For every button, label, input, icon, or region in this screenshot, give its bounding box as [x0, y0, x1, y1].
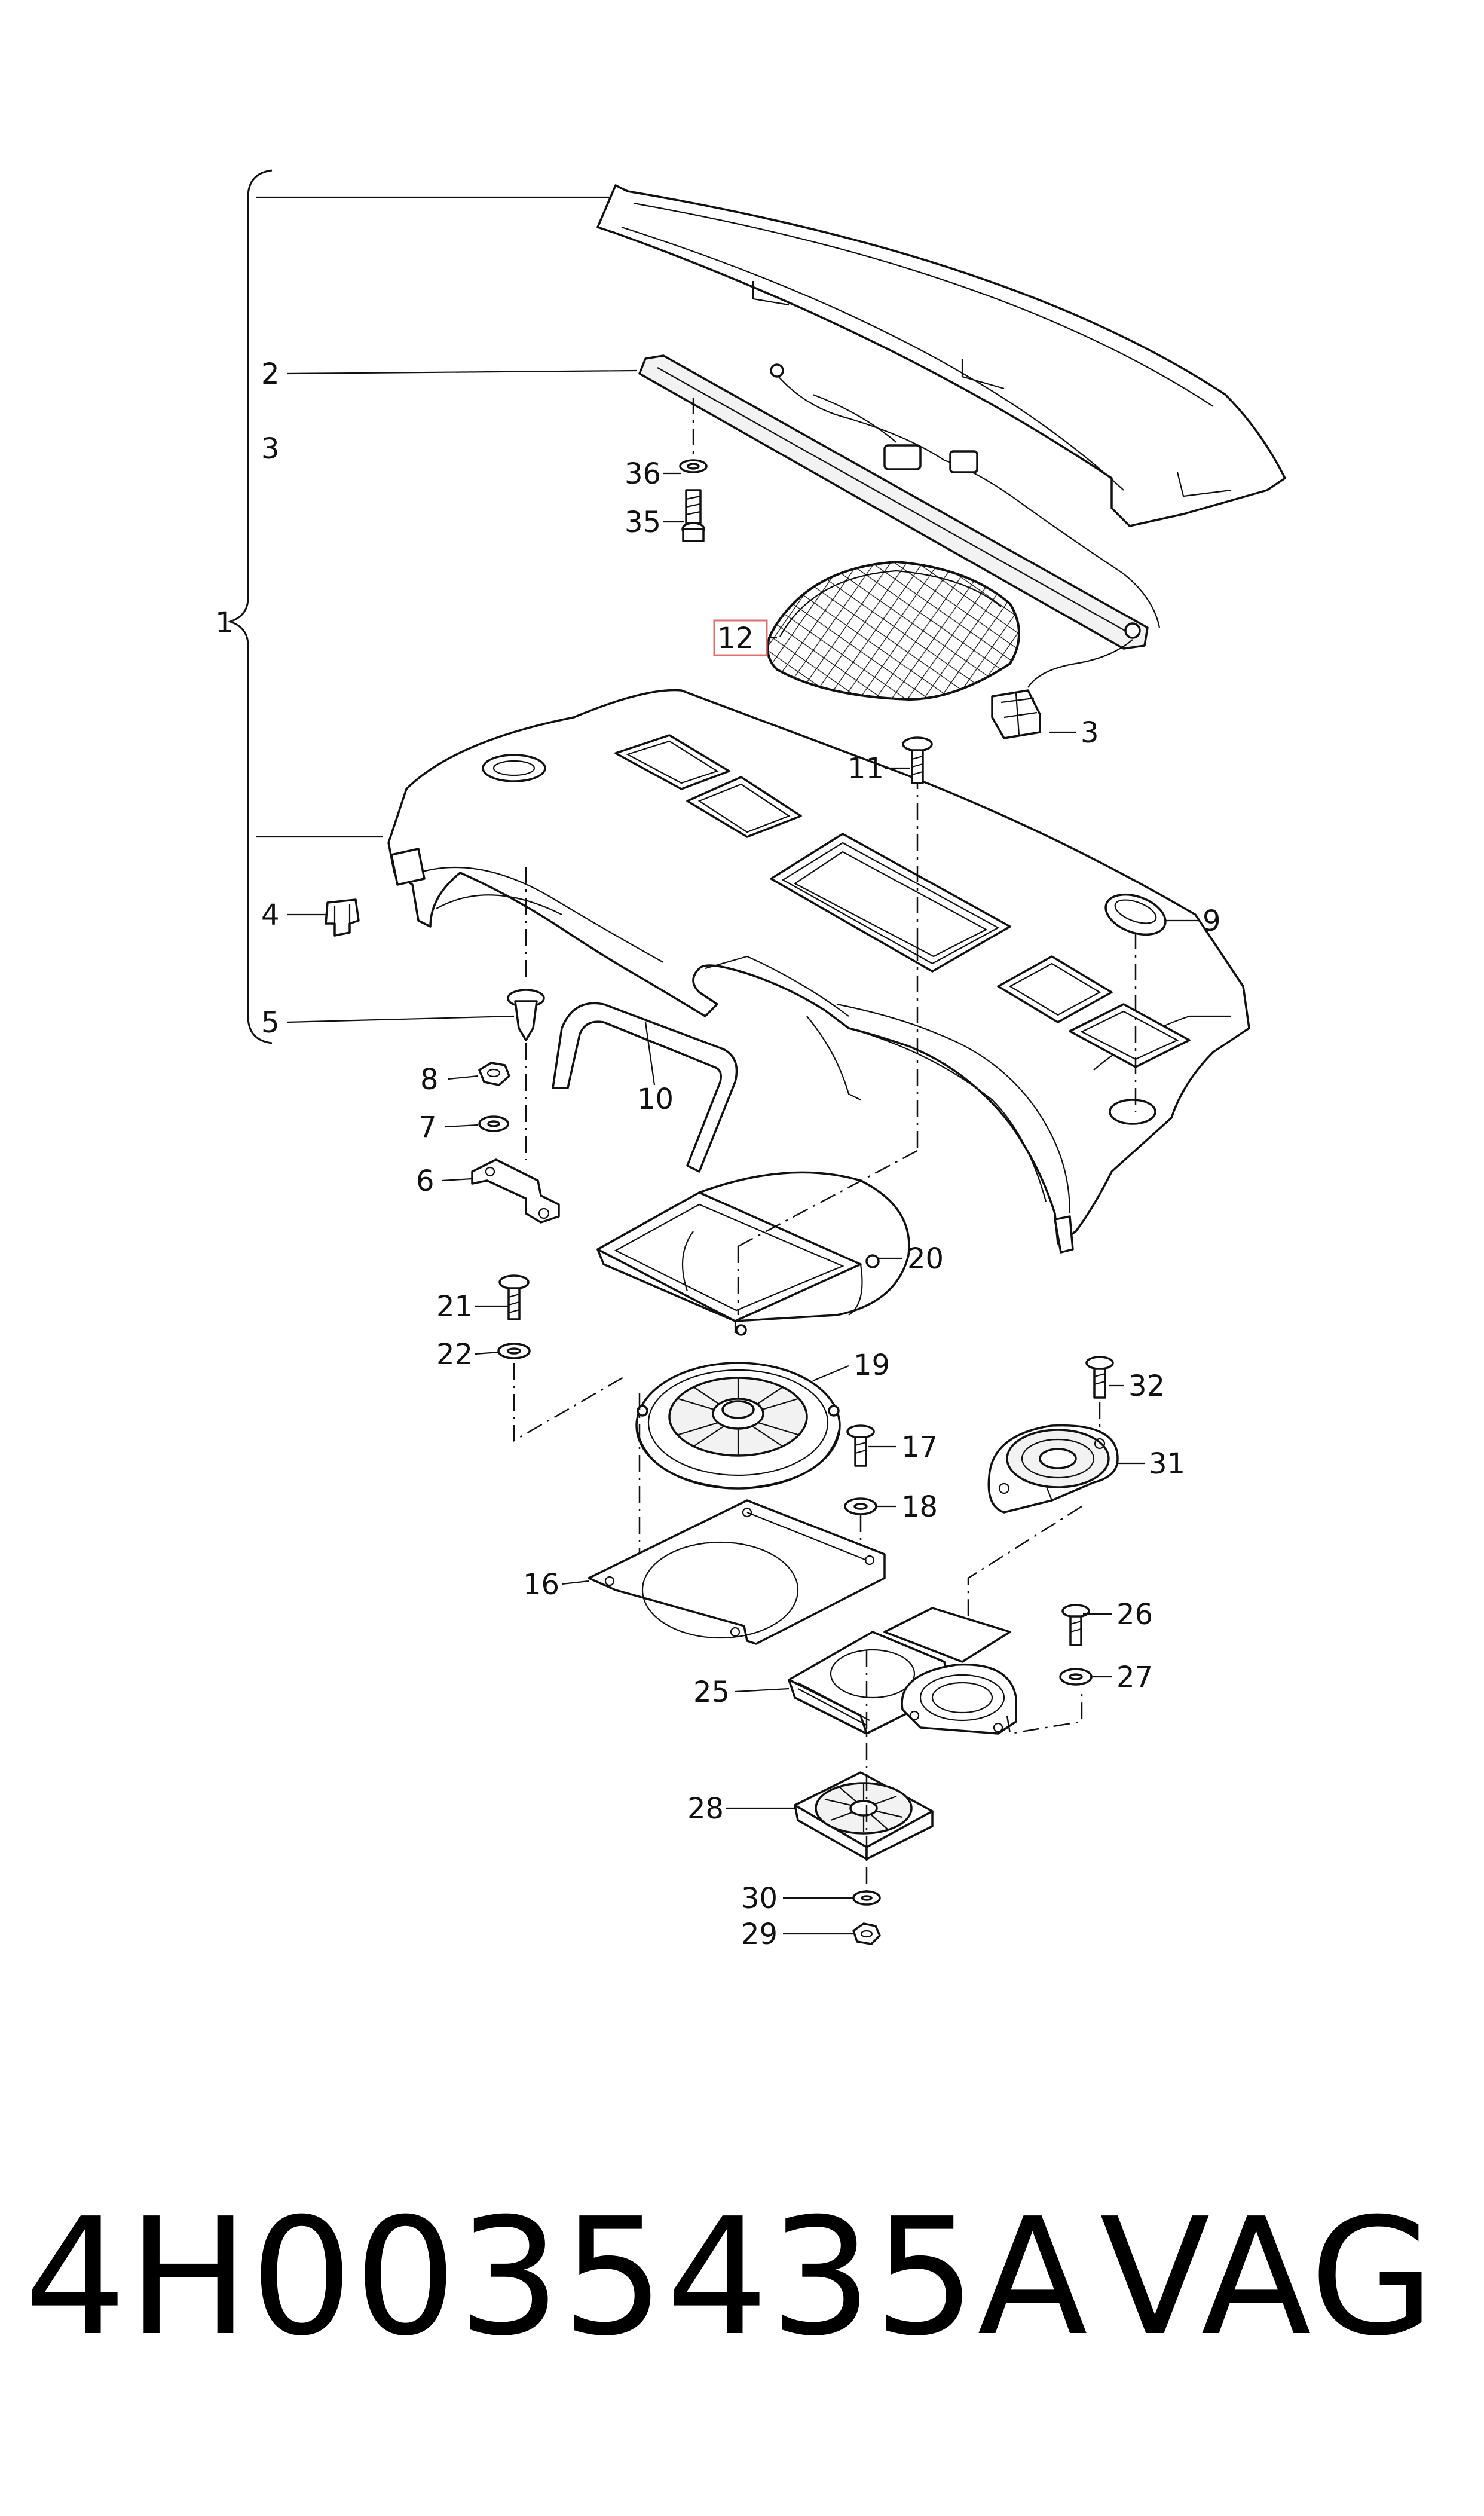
callout-19: 19	[853, 1349, 890, 1382]
callout-12: 12	[717, 622, 754, 655]
parcel-shelf-panel	[387, 689, 1250, 1254]
callout-12-highlight	[713, 619, 768, 656]
washer-7	[478, 1115, 509, 1132]
callout-3-connector: 3	[1081, 716, 1099, 750]
bolt-35	[681, 489, 705, 542]
mounting-plate	[588, 1499, 886, 1645]
callout-35: 35	[625, 506, 661, 539]
push-pin-5	[507, 989, 545, 1041]
callout-4: 4	[261, 898, 280, 932]
screw-11	[902, 736, 933, 784]
axis-line	[738, 1150, 918, 1248]
callout-29: 29	[741, 1918, 778, 1951]
callout-31: 31	[1149, 1447, 1185, 1481]
callout-1: 1	[215, 606, 234, 640]
connector-plug	[991, 689, 1041, 739]
callout-30: 30	[741, 1882, 778, 1915]
callout-3-shelf: 3	[261, 432, 280, 466]
axis-line	[1006, 1692, 1083, 1735]
callout-16: 16	[523, 1568, 559, 1601]
callout-17: 17	[901, 1430, 938, 1464]
callout-25: 25	[693, 1676, 730, 1709]
washer-36	[679, 459, 708, 473]
callout-28: 28	[687, 1792, 724, 1826]
nut-29	[852, 1922, 881, 1945]
callout-8: 8	[420, 1063, 439, 1096]
washer-18	[844, 1497, 877, 1515]
callout-22: 22	[436, 1338, 473, 1371]
screw-17	[846, 1424, 875, 1467]
screw-21	[498, 1274, 530, 1320]
callout-labels: 1 2 3 3 4 5 6 7 8 9 10 11 12 16 17 18 19…	[215, 357, 1221, 1951]
speaker-enclosure	[596, 1171, 910, 1336]
callout-5: 5	[261, 1006, 280, 1040]
callout-32: 32	[1128, 1369, 1165, 1403]
part-number: 4H0035435A	[24, 2183, 1089, 2371]
light-strip	[638, 354, 1161, 688]
callout-21: 21	[436, 1290, 473, 1323]
callout-27: 27	[1116, 1661, 1153, 1694]
screw-26	[1061, 1604, 1090, 1646]
tweeter-31	[987, 1424, 1119, 1514]
callout-36: 36	[625, 457, 661, 491]
seal-10	[552, 1002, 738, 1173]
axis-line	[967, 1402, 1101, 1650]
screw-32	[1085, 1356, 1114, 1399]
callout-6: 6	[416, 1164, 435, 1198]
washer-27	[1059, 1668, 1093, 1686]
callout-2: 2	[261, 357, 280, 391]
bracket-6	[471, 1158, 560, 1224]
callout-10: 10	[637, 1083, 674, 1116]
callout-20: 20	[907, 1242, 944, 1276]
callout-18: 18	[901, 1490, 938, 1524]
clip-4	[325, 898, 360, 937]
axis-line	[513, 1363, 628, 1442]
leader-lines	[286, 369, 1198, 1935]
brand-name: VAG	[1100, 2183, 1436, 2371]
washer-22	[497, 1343, 531, 1359]
tweeter-ring	[901, 1663, 1017, 1735]
group-bracket	[227, 169, 616, 1044]
callout-7: 7	[418, 1111, 437, 1144]
speaker-grille	[766, 560, 1020, 701]
woofer-speaker	[635, 1362, 841, 1490]
callout-11: 11	[847, 752, 884, 785]
callout-9: 9	[1203, 904, 1221, 938]
washer-30	[852, 1890, 881, 1906]
parcel-shelf-cover	[596, 184, 1286, 527]
nut-8	[478, 1062, 510, 1086]
cooling-fan	[794, 1771, 934, 1860]
oval-plug	[1104, 893, 1167, 936]
callout-26: 26	[1116, 1598, 1153, 1631]
